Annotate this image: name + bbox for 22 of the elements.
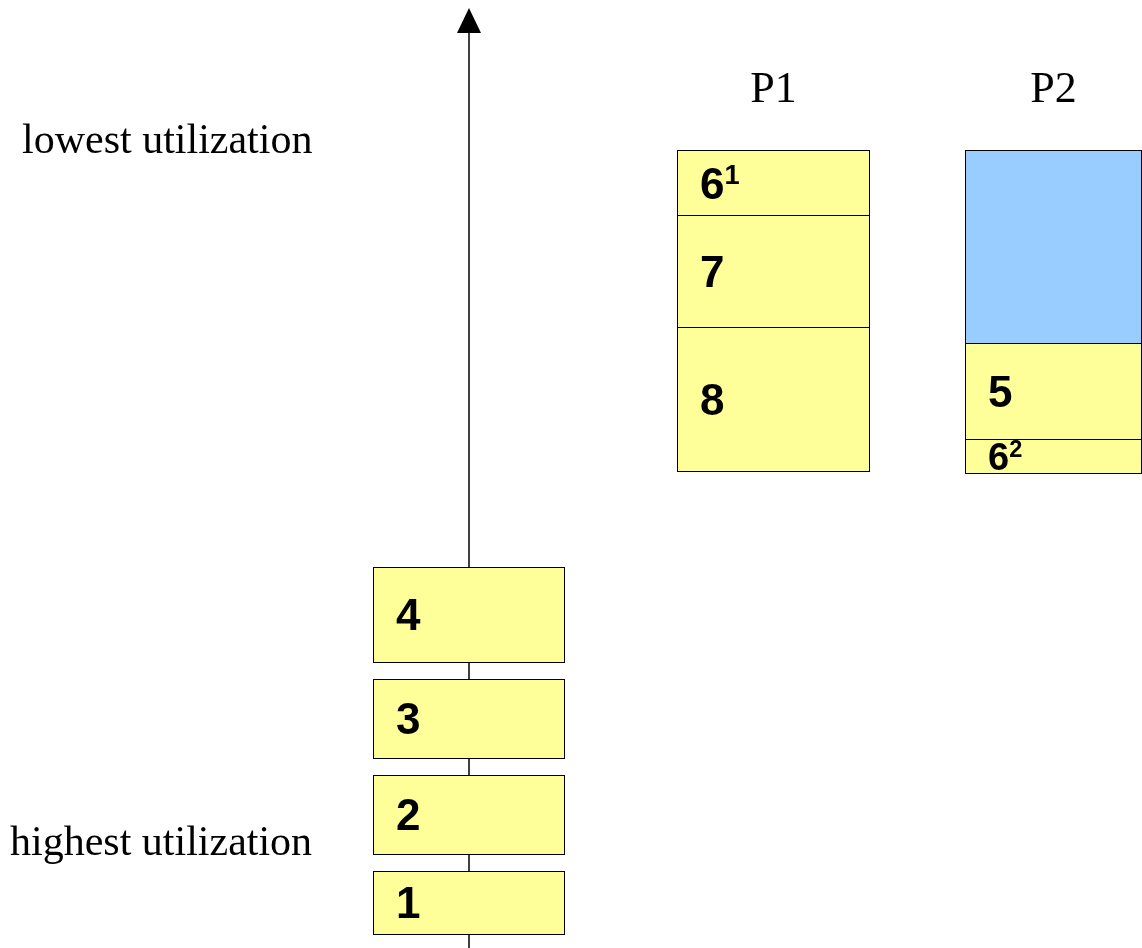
axis-label: lowest utilization <box>22 118 313 160</box>
stack-segment <box>678 327 869 471</box>
box-number: 1 <box>396 881 421 925</box>
stack-segment <box>678 215 869 327</box>
task-box <box>373 775 565 855</box>
stack-segment <box>678 151 869 215</box>
column-heading: P2 <box>1030 66 1077 110</box>
box-number: 6$^{2}$ <box>988 437 1023 476</box>
box-number: 7 <box>700 249 725 294</box>
column-heading: P1 <box>750 66 797 110</box>
box-number: 6$^{1}$ <box>700 160 740 206</box>
box-number: 4 <box>396 593 421 637</box>
box-number: 2 <box>396 793 421 837</box>
box-number: 8 <box>700 377 725 422</box>
task-box <box>373 567 565 663</box>
stack-segment <box>966 343 1141 439</box>
stack-segment <box>966 439 1141 473</box>
task-box <box>373 679 565 759</box>
box-number: 5 <box>988 369 1013 414</box>
axis-label: highest utilization <box>10 820 313 862</box>
box-number: 3 <box>396 697 421 741</box>
task-box <box>373 871 565 935</box>
